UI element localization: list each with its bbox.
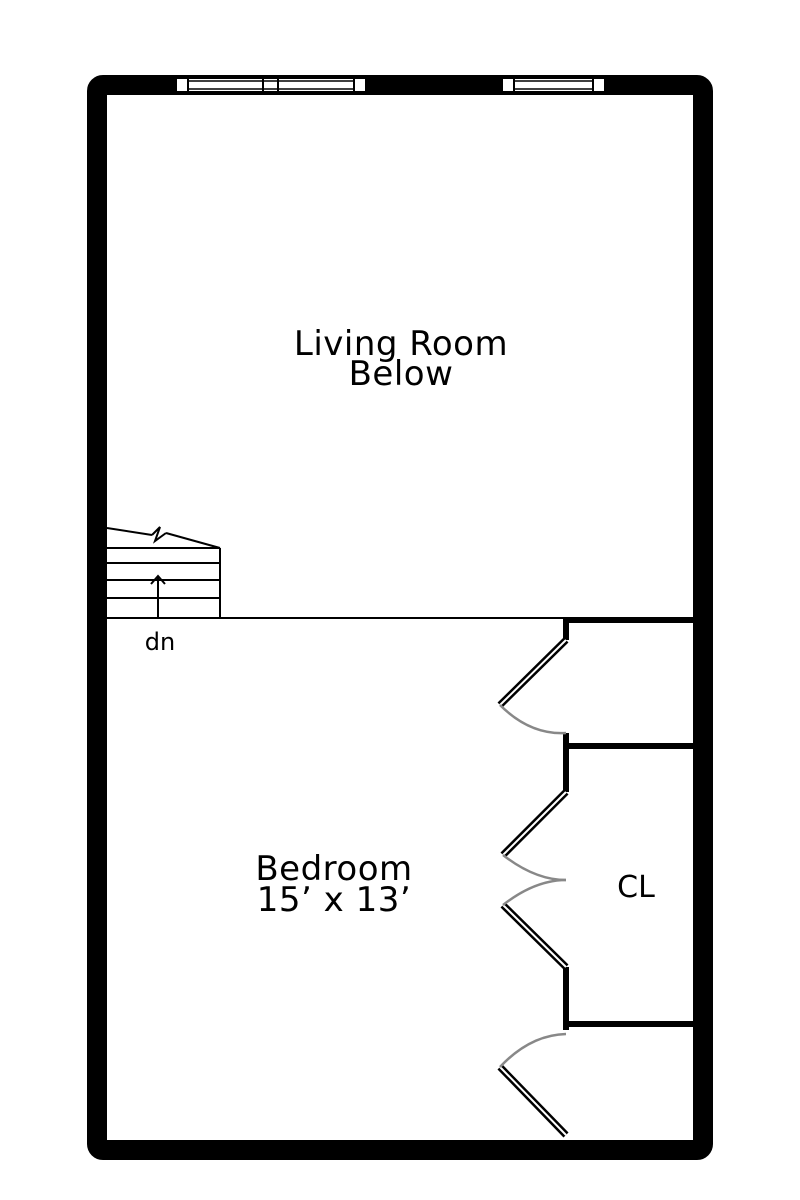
closet-door-upper: [497, 637, 569, 735]
outer-wall: [87, 75, 713, 1160]
closet-door-middle-top: [500, 789, 569, 882]
living-room-label: Living Room: [294, 324, 508, 364]
bedroom-dimensions: 15’ x 13’: [257, 880, 411, 920]
stair-direction-arrow-icon: [150, 574, 166, 618]
closet-door-lower: [497, 1032, 569, 1138]
bedroom-label: Bedroom: [255, 849, 412, 889]
living-room-sublabel: Below: [349, 354, 454, 394]
closet-label: CL: [617, 870, 655, 905]
window-right: [501, 77, 606, 93]
stairs-label: dn: [145, 628, 175, 656]
staircase: [106, 526, 221, 618]
window-left: [175, 77, 367, 93]
closet-door-middle-bottom: [500, 878, 569, 970]
